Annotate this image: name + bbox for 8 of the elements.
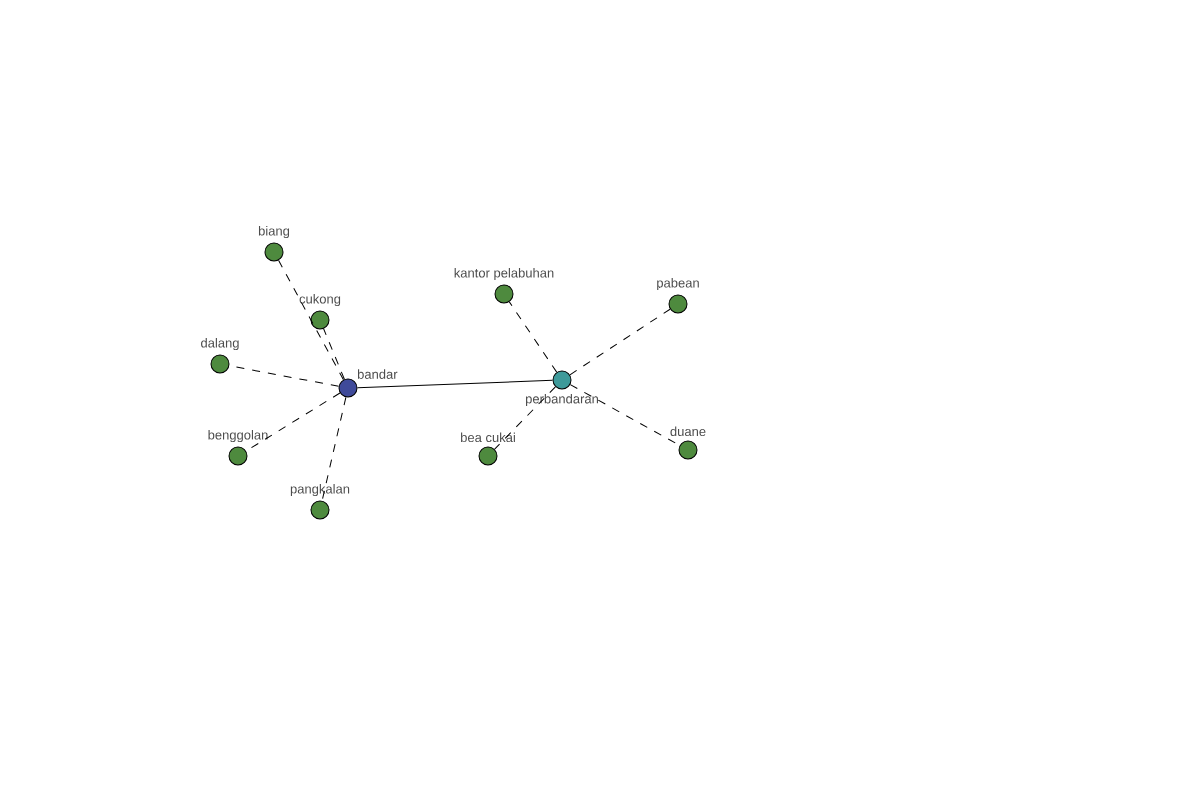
connector-line — [569, 384, 681, 446]
connector-line — [508, 301, 558, 373]
connector-line — [569, 308, 671, 376]
connector-line — [323, 328, 345, 380]
connector-line — [321, 396, 347, 502]
connector-line — [494, 386, 556, 450]
connector-line — [357, 379, 553, 389]
connector-line — [278, 259, 344, 381]
